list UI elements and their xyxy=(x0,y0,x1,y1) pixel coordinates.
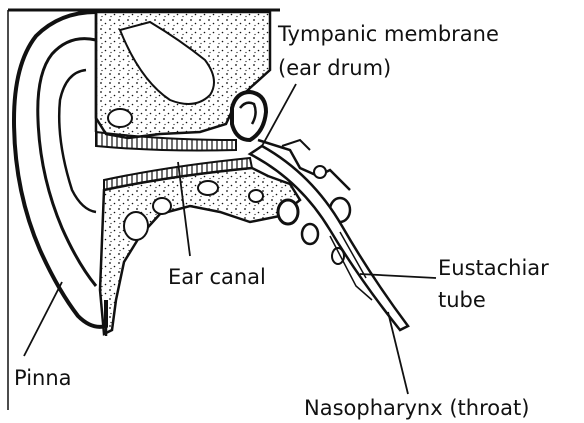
label-pinna: Pinna xyxy=(14,366,72,390)
label-eustachian: Eustachiar xyxy=(438,256,549,280)
mastoid-cell xyxy=(124,212,148,240)
eustachian-tube-shape xyxy=(250,146,408,330)
leader-pinna xyxy=(24,282,62,356)
label-tympanic-membrane: Tympanic membrane xyxy=(278,22,499,46)
label-nasopharynx: Nasopharynx (throat) xyxy=(304,396,529,420)
label-eustachian-tube: tube xyxy=(438,288,486,312)
bone-hole xyxy=(108,109,132,127)
inner-ear-oval xyxy=(302,224,318,244)
label-ear-drum: (ear drum) xyxy=(278,56,391,80)
leader-lines xyxy=(24,84,436,394)
inner-ear-oval xyxy=(278,200,298,224)
label-ear-canal: Ear canal xyxy=(168,265,266,289)
mastoid-cell xyxy=(249,190,263,202)
mastoid-cell xyxy=(198,181,218,195)
mastoid-cell xyxy=(153,198,171,214)
